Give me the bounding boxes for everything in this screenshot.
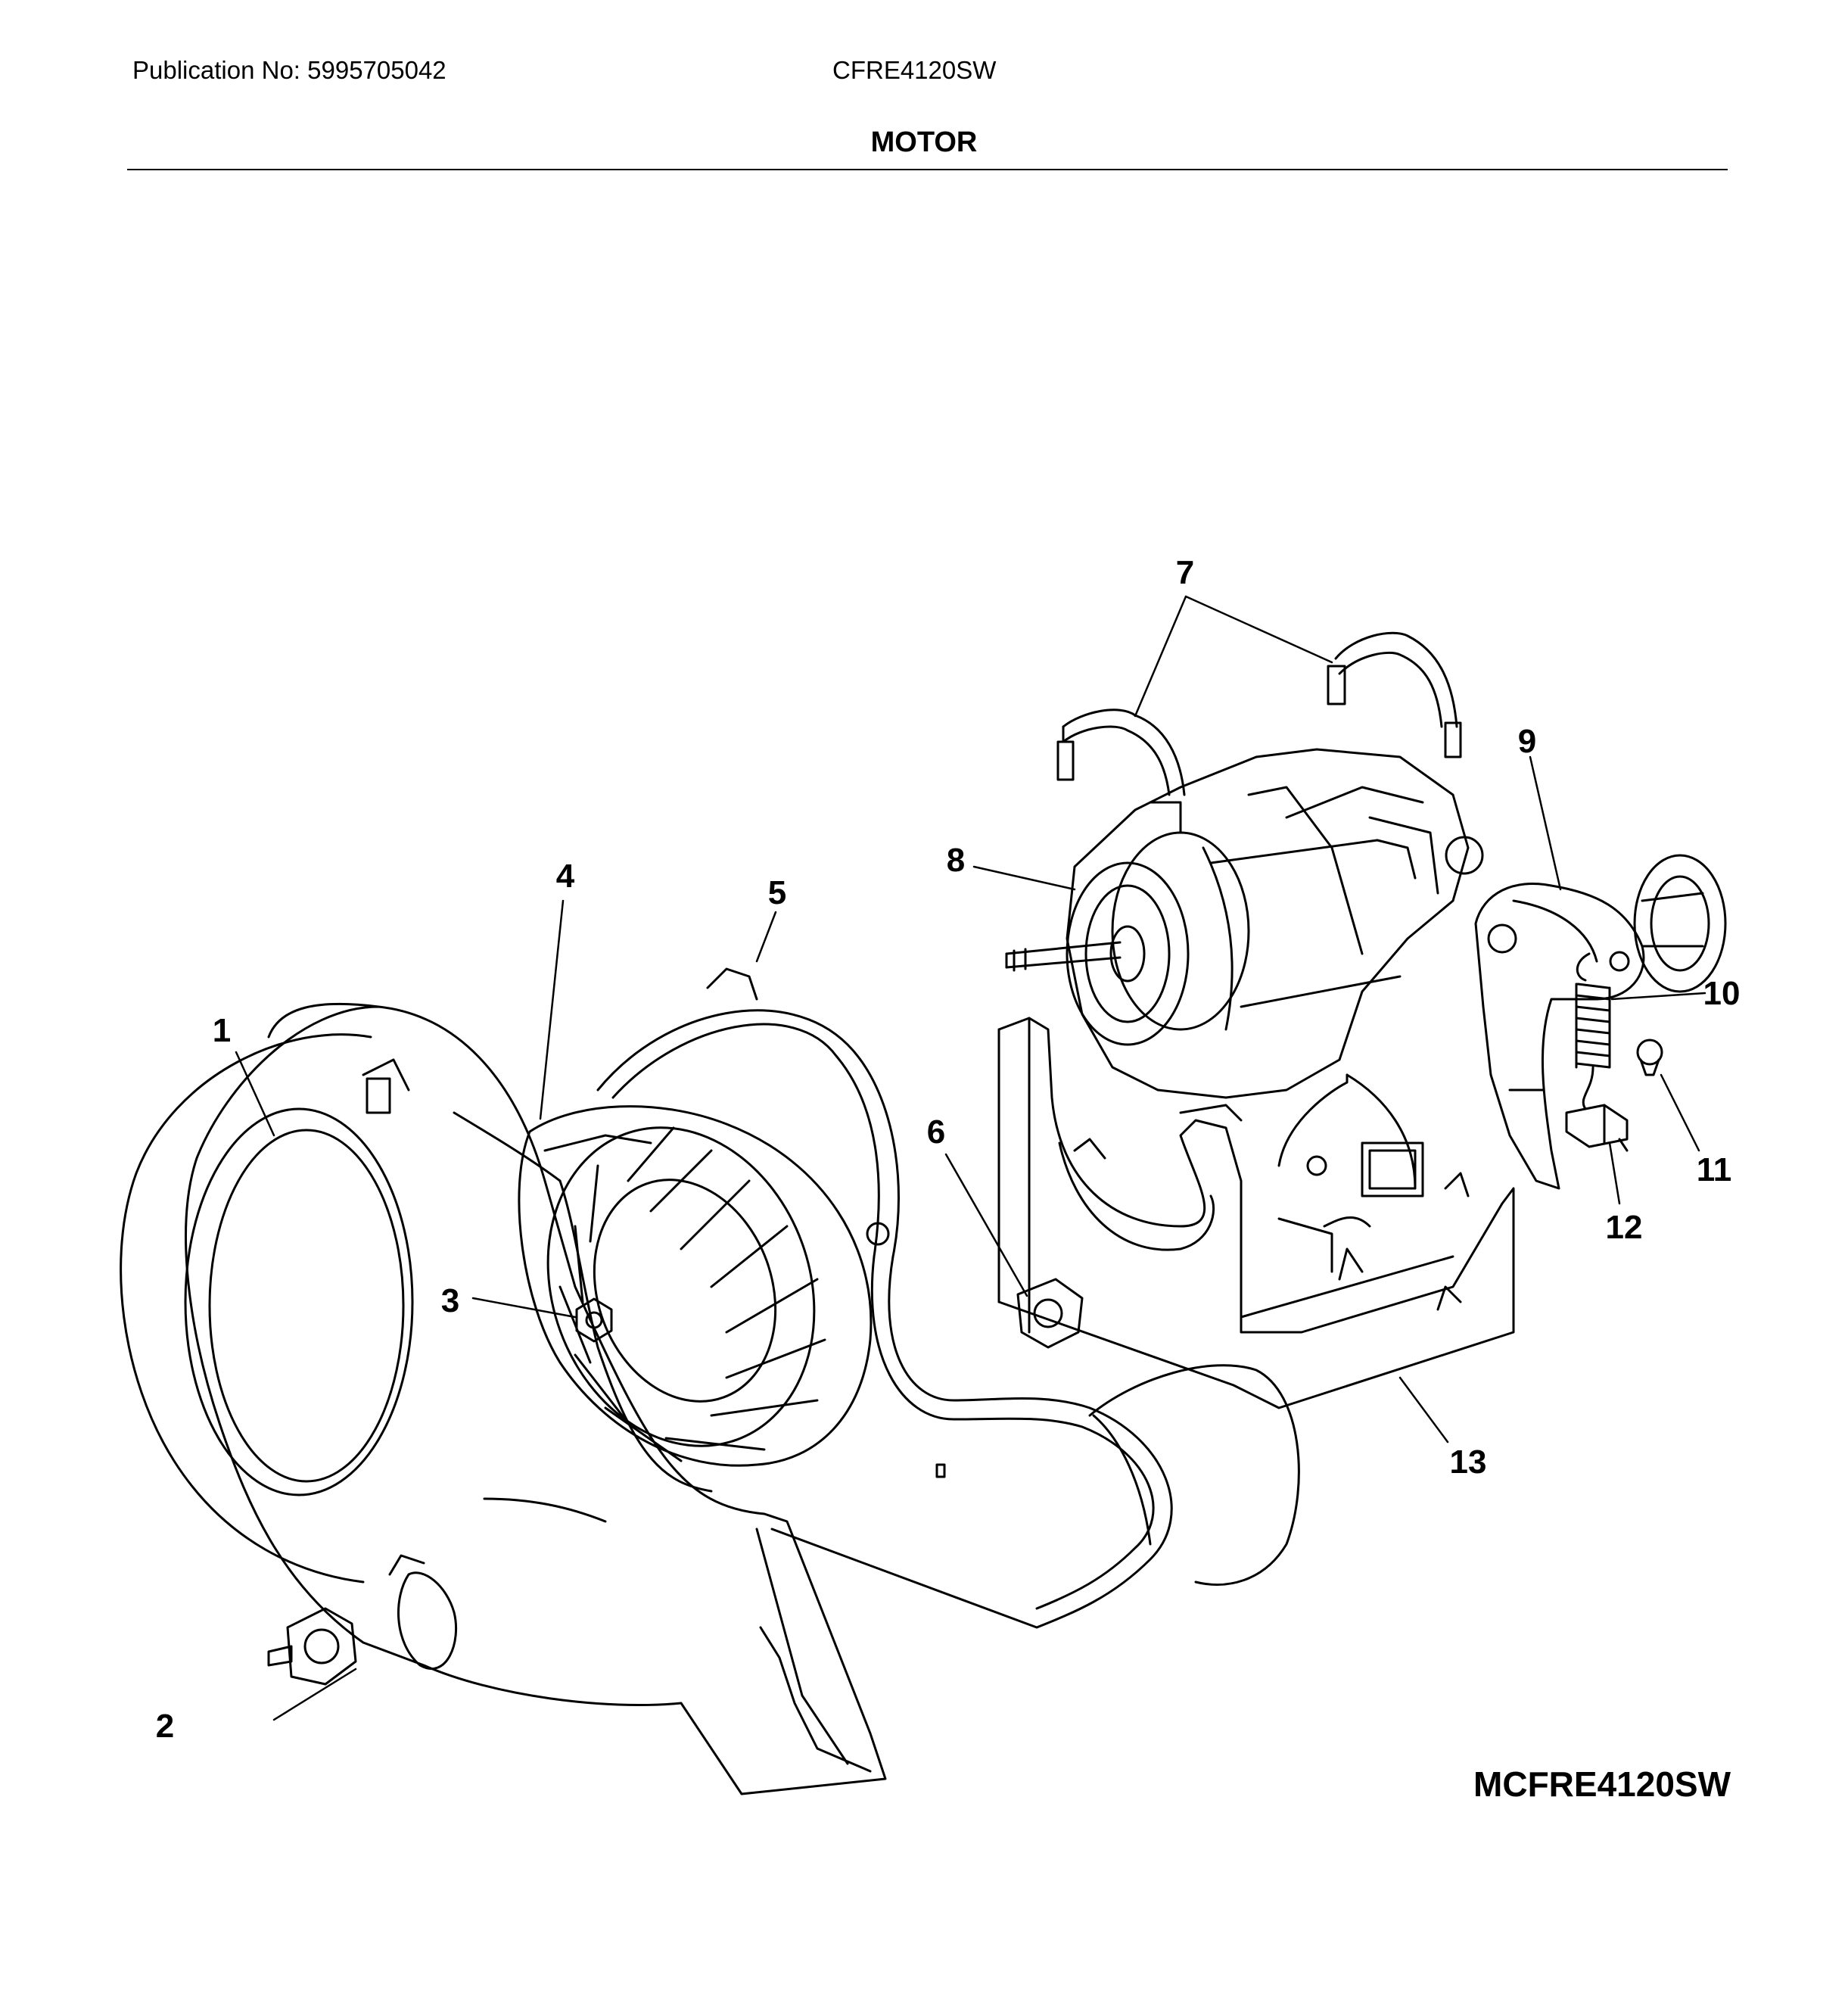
callout-5: 5: [768, 874, 786, 911]
section-title: MOTOR: [870, 126, 978, 158]
blower-housing: [120, 1002, 887, 1795]
motor-clamp-right: [1327, 631, 1462, 758]
idler-spring: [1575, 952, 1611, 1110]
header-rule: [127, 169, 1728, 170]
callout-11: 11: [1697, 1151, 1732, 1188]
thermostat: [267, 1554, 458, 1686]
switch: [1565, 1104, 1629, 1152]
callout-6: 6: [927, 1113, 945, 1151]
exhaust-duct: [935, 1364, 1300, 1586]
callout-9: 9: [1518, 723, 1536, 760]
leader-lines: [235, 595, 1706, 1721]
callout-12: 12: [1606, 1209, 1643, 1246]
blower-wheel: [518, 1105, 873, 1467]
diagram-code: MCFRE4120SW: [1473, 1764, 1731, 1804]
motor-bushing: [1016, 1278, 1084, 1349]
callout-2: 2: [156, 1708, 174, 1745]
callout-10: 10: [1703, 975, 1741, 1012]
callout-4: 4: [556, 858, 575, 895]
callout-8: 8: [947, 842, 965, 879]
motor-bracket: [997, 1017, 1515, 1409]
publication-number: Publication No: 5995705042: [132, 56, 446, 84]
callout-3: 3: [441, 1282, 459, 1319]
motor-clamp-left: [1056, 708, 1186, 796]
callout-7: 7: [1176, 554, 1194, 591]
model-number: CFRE4120SW: [832, 56, 997, 84]
screw: [1636, 1039, 1663, 1076]
callout-1: 1: [213, 1012, 231, 1049]
idler-arm: [1474, 854, 1727, 1190]
callout-13: 13: [1450, 1443, 1487, 1481]
drive-motor: [1005, 748, 1484, 1099]
housing-seal: [596, 967, 1173, 1629]
callout-labels: 1 2 3 4 5 6 7 8 9 10 11 12 13: [156, 554, 1741, 1745]
